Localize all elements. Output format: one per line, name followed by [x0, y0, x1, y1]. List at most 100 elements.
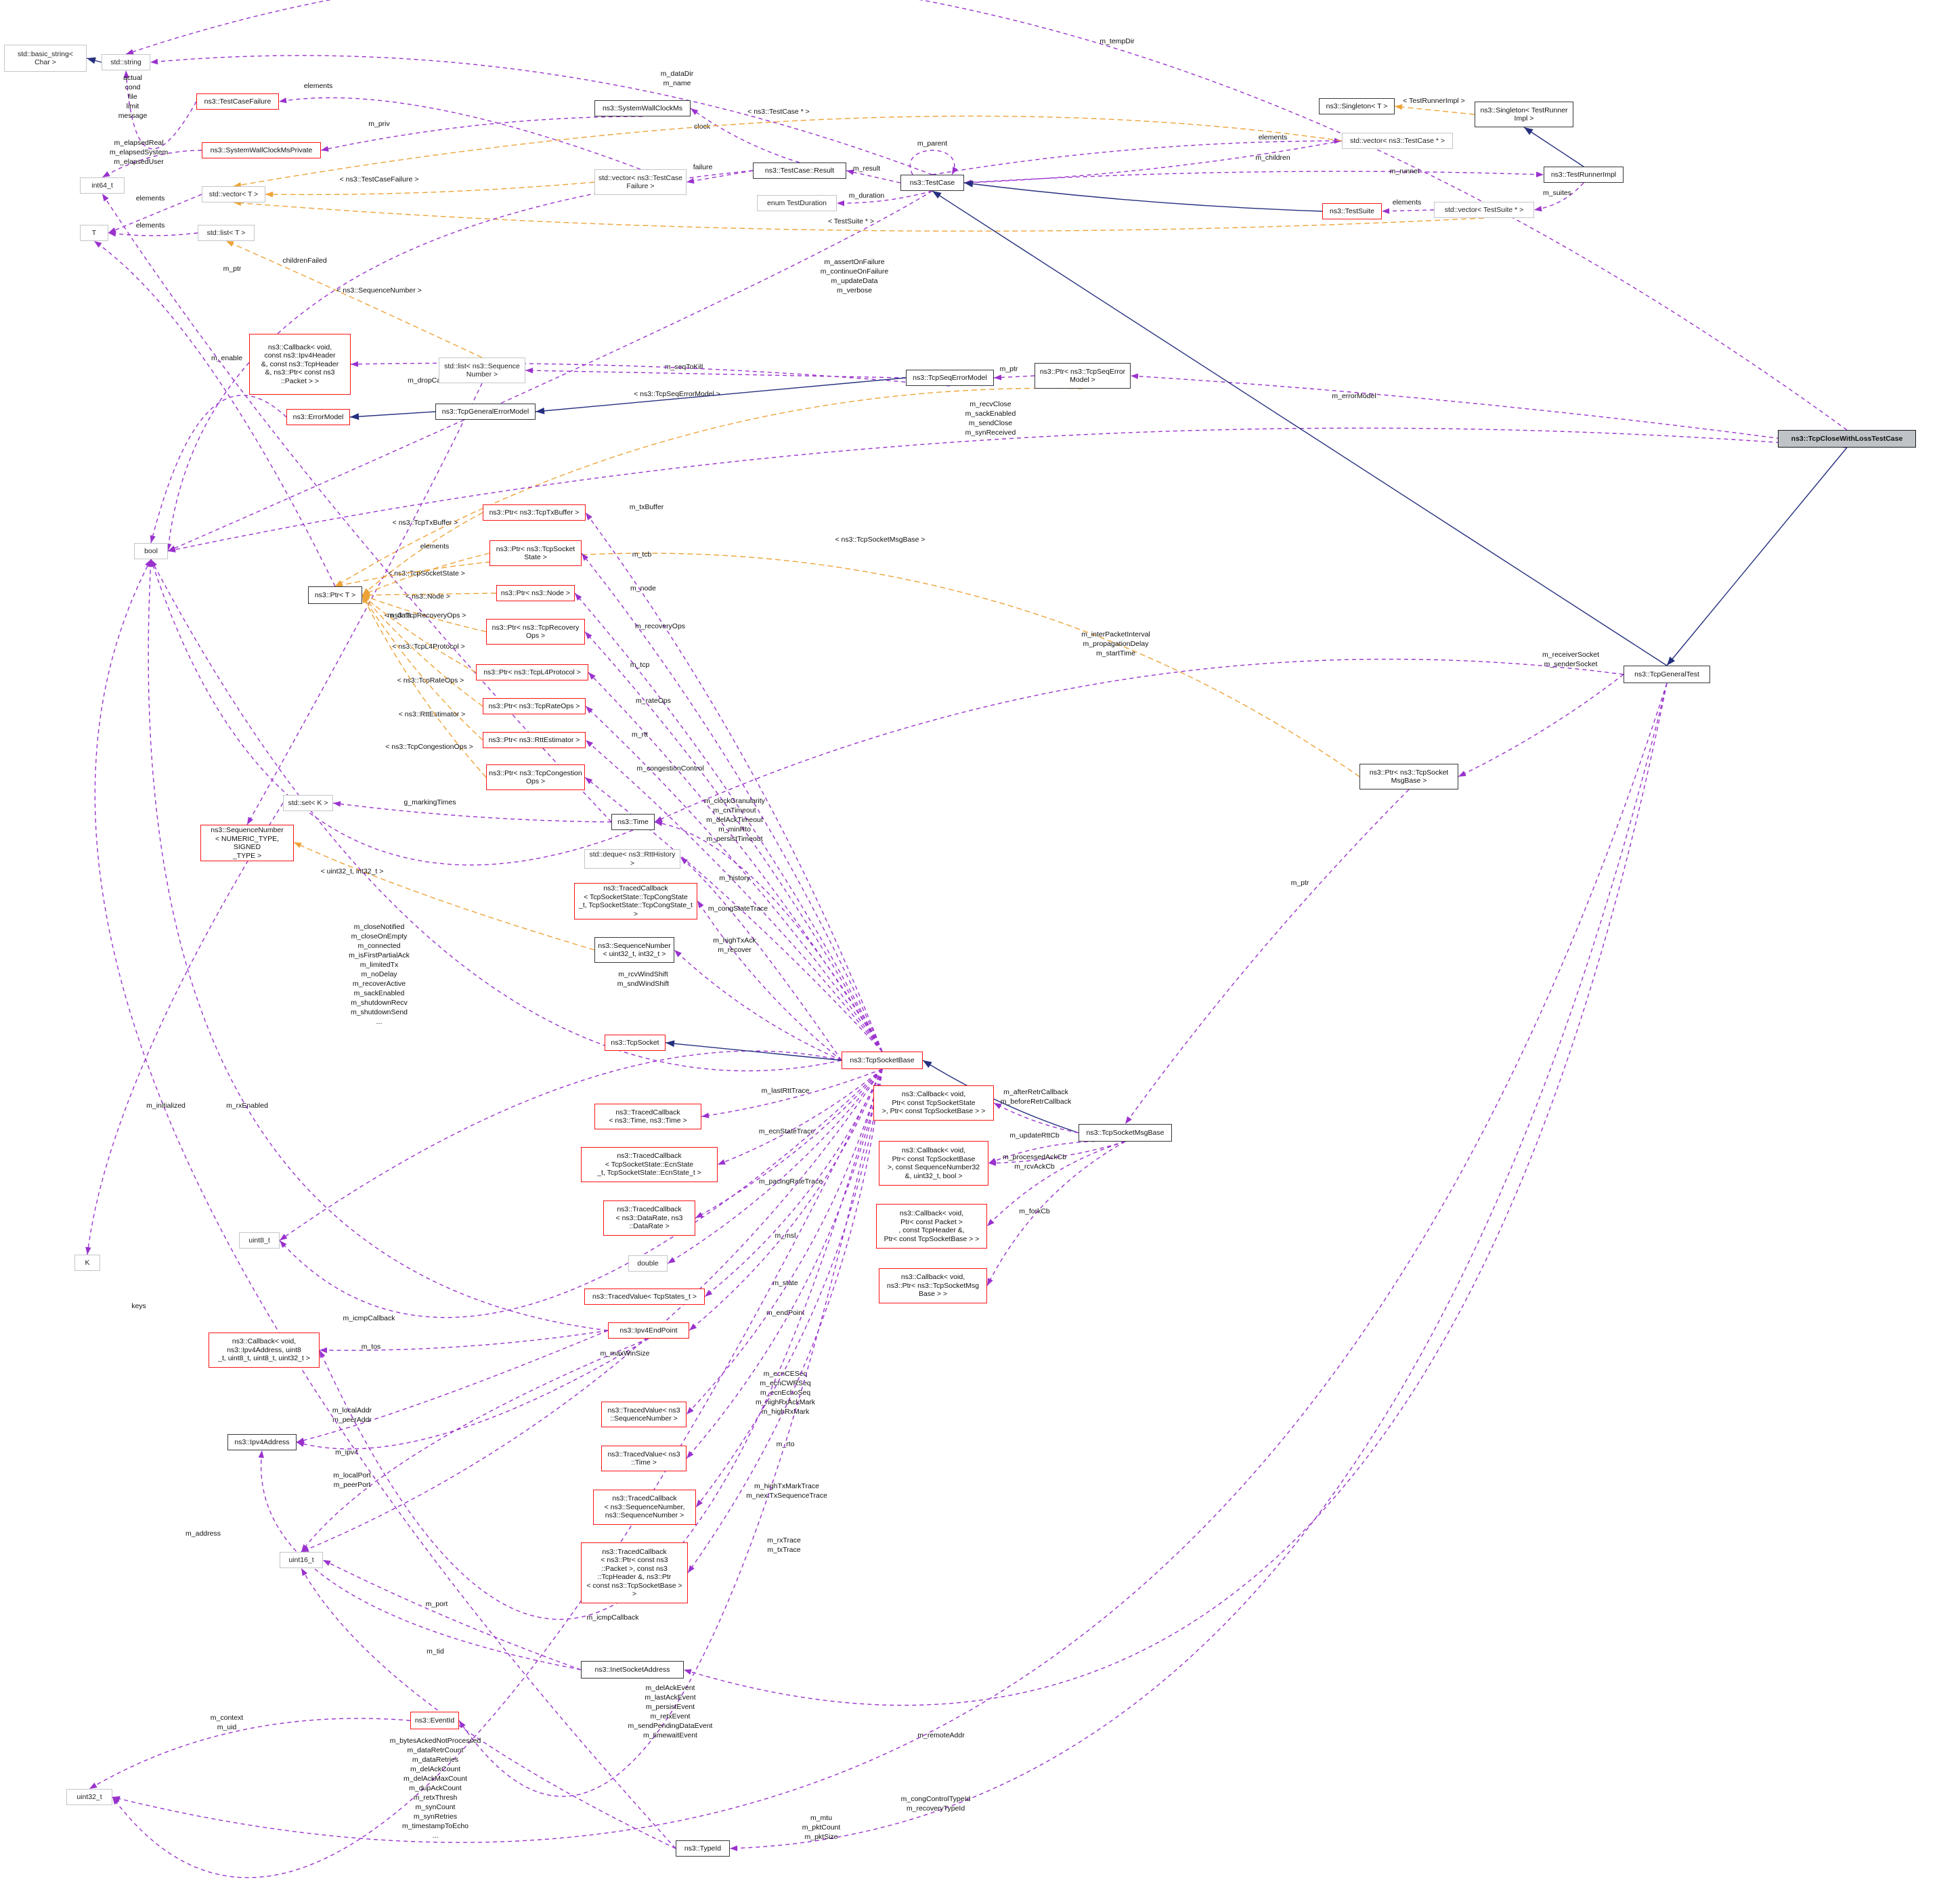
class-node-tc_ecnstate[interactable]: ns3::TracedCallback < TcpSocketState::Ec… — [581, 1147, 718, 1182]
class-node-tv_seqnum[interactable]: ns3::TracedValue< ns3 ::SequenceNumber > — [601, 1402, 687, 1427]
edge-tsmb-cb_packet — [986, 1141, 1126, 1227]
edge-vec_tcf-vec_t — [265, 181, 595, 196]
class-node-vec_tcf[interactable]: std::vector< ns3::TestCase Failure > — [594, 169, 687, 195]
edge-ptr_txbuf-ptr_t — [362, 512, 483, 596]
class-node-ptr_tss[interactable]: ns3::Ptr< ns3::TcpSocket State > — [489, 540, 582, 566]
edge-label: m_tcb — [632, 550, 652, 559]
class-node-T[interactable]: T — [80, 225, 108, 241]
edge-label: elements — [1259, 133, 1288, 142]
class-node-ptr_rate[interactable]: ns3::Ptr< ns3::TcpRateOps > — [483, 698, 586, 714]
class-node-list_seq[interactable]: std::list< ns3::Sequence Number > — [439, 358, 525, 383]
class-node-tcpsocketbase[interactable]: ns3::TcpSocketBase — [842, 1052, 923, 1069]
class-node-tc_timetime[interactable]: ns3::TracedCallback < ns3::Time, ns3::Ti… — [594, 1104, 701, 1129]
class-node-cb_drop[interactable]: ns3::Callback< void, const ns3::Ipv4Head… — [249, 334, 351, 395]
arrowhead — [335, 582, 343, 588]
class-node-ptr_cong[interactable]: ns3::Ptr< ns3::TcpCongestion Ops > — [486, 764, 585, 790]
edge-list_t-T — [108, 232, 198, 236]
class-node-string[interactable]: std::string — [102, 54, 150, 70]
edge-typeid-bool — [94, 559, 676, 1849]
class-node-tc_seqseq[interactable]: ns3::TracedCallback < ns3::SequenceNumbe… — [593, 1490, 696, 1525]
edge-label: m_lastRttTrace — [762, 1087, 810, 1095]
arrowhead — [680, 857, 689, 865]
edge-tcpgeneraltest-time — [654, 658, 1624, 823]
class-node-ptr_l4[interactable]: ns3::Ptr< ns3::TcpL4Protocol > — [476, 664, 588, 680]
arrowhead — [301, 1568, 308, 1576]
arrowhead — [320, 1350, 326, 1358]
class-node-deque_rtt[interactable]: std::deque< ns3::RttHistory > — [584, 849, 680, 869]
class-node-seqnum_gen[interactable]: ns3::SequenceNumber < NUMERIC_TYPE, SIGN… — [200, 825, 294, 861]
class-node-ptr_msgbase[interactable]: ns3::Ptr< ns3::TcpSocket MsgBase > — [1359, 764, 1458, 789]
class-node-swcms[interactable]: ns3::SystemWallClockMs — [594, 100, 691, 116]
class-node-result[interactable]: ns3::TestCase::Result — [753, 163, 846, 179]
class-node-cb_state2[interactable]: ns3::Callback< void, Ptr< const TcpSocke… — [873, 1085, 994, 1121]
class-node-inetsockaddr[interactable]: ns3::InetSocketAddress — [581, 1661, 684, 1679]
edge-label: elements — [420, 542, 450, 550]
class-node-ptr_t[interactable]: ns3::Ptr< T > — [308, 586, 362, 604]
arrowhead — [87, 57, 96, 64]
class-node-tv_states[interactable]: ns3::TracedValue< TcpStates_t > — [584, 1289, 705, 1305]
class-node-set_k[interactable]: std::set< K > — [283, 795, 333, 811]
class-node-cb_seqack[interactable]: ns3::Callback< void, Ptr< const TcpSocke… — [879, 1141, 988, 1186]
edge-label: m_address — [186, 1530, 221, 1538]
class-node-singleton_tri[interactable]: ns3::Singleton< TestRunner Impl > — [1475, 102, 1573, 127]
arrowhead — [301, 1544, 308, 1552]
edge-label: m_remoteAddr — [917, 1731, 965, 1739]
class-node-eventid[interactable]: ns3::EventId — [410, 1712, 459, 1729]
class-node-uint8[interactable]: uint8_t — [239, 1232, 280, 1249]
class-node-tcpseqerr[interactable]: ns3::TcpSeqErrorModel — [906, 370, 994, 386]
class-node-ptr_txbuf[interactable]: ns3::Ptr< ns3::TcpTxBuffer > — [483, 504, 586, 521]
edge-ipv4endpoint-ipv4address — [296, 1330, 609, 1443]
class-node-testcase[interactable]: ns3::TestCase — [900, 175, 964, 191]
class-node-ptr_seqerr[interactable]: ns3::Ptr< ns3::TcpSeqError Model > — [1035, 363, 1131, 389]
arrowhead — [687, 1407, 694, 1414]
class-node-vec_ts[interactable]: std::vector< TestSuite * > — [1434, 202, 1534, 218]
class-node-tc_pkthdr[interactable]: ns3::TracedCallback < ns3::Ptr< const ns… — [581, 1542, 688, 1603]
class-node-time[interactable]: ns3::Time — [611, 814, 655, 830]
class-node-seqnum32[interactable]: ns3::SequenceNumber < uint32_t, int32_t … — [594, 937, 674, 963]
class-node-basic_string[interactable]: std::basic_string< Char > — [4, 45, 87, 72]
class-node-vec_t[interactable]: std::vector< T > — [202, 186, 265, 202]
class-node-tcpgenerr[interactable]: ns3::TcpGeneralErrorModel — [435, 404, 536, 420]
class-node-swcmsp[interactable]: ns3::SystemWallClockMsPrivate — [202, 142, 321, 158]
edge-label: < TestSuite * > — [828, 217, 874, 225]
class-node-cb_packet[interactable]: ns3::Callback< void, Ptr< const Packet >… — [876, 1204, 987, 1249]
class-node-testsuite[interactable]: ns3::TestSuite — [1322, 203, 1382, 219]
class-node-errormodel[interactable]: ns3::ErrorModel — [286, 409, 350, 425]
class-node-tc_datarate[interactable]: ns3::TracedCallback < ns3::DataRate, ns3… — [603, 1200, 695, 1236]
class-node-typeid[interactable]: ns3::TypeId — [676, 1840, 730, 1857]
class-node-closewithloss[interactable]: ns3::TcpCloseWithLossTestCase — [1778, 430, 1916, 448]
class-node-singleton_t[interactable]: ns3::Singleton< T > — [1319, 98, 1395, 114]
edge-vec_ts-testsuite — [1381, 209, 1435, 212]
class-node-cb_icmp[interactable]: ns3::Callback< void, ns3::Ipv4Address, u… — [209, 1333, 320, 1368]
class-node-ptr_node[interactable]: ns3::Ptr< ns3::Node > — [496, 585, 575, 601]
class-node-trimpl[interactable]: ns3::TestRunnerImpl — [1544, 167, 1624, 183]
class-node-list_t[interactable]: std::list< T > — [198, 225, 255, 241]
class-node-cb_msgbase[interactable]: ns3::Callback< void, ns3::Ptr< ns3::TcpS… — [879, 1268, 987, 1303]
arrowhead — [279, 98, 287, 104]
class-node-tsmb[interactable]: ns3::TcpSocketMsgBase — [1079, 1124, 1172, 1142]
class-node-vec_testcase[interactable]: std::vector< ns3::TestCase * > — [1342, 133, 1453, 149]
class-node-tv_time[interactable]: ns3::TracedValue< ns3 ::Time > — [601, 1446, 687, 1471]
class-node-tc_congstate[interactable]: ns3::TracedCallback < TcpSocketState::Tc… — [574, 883, 697, 919]
class-node-testcasefailure[interactable]: ns3::TestCaseFailure — [196, 93, 279, 110]
class-node-ipv4address[interactable]: ns3::Ipv4Address — [227, 1434, 297, 1450]
class-node-tcpsocket[interactable]: ns3::TcpSocket — [605, 1035, 666, 1051]
class-node-ipv4endpoint[interactable]: ns3::Ipv4EndPoint — [608, 1322, 689, 1339]
class-node-uint16[interactable]: uint16_t — [280, 1552, 323, 1568]
edge-tcpsocketbase-ptr_tss — [581, 553, 883, 1052]
class-node-ptr_recovery[interactable]: ns3::Ptr< ns3::TcpRecovery Ops > — [486, 619, 585, 645]
edge-tcpseqerr-tcpgenerr — [535, 377, 907, 412]
class-node-K[interactable]: K — [74, 1255, 100, 1271]
class-node-uint32[interactable]: uint32_t — [66, 1789, 112, 1805]
class-node-double[interactable]: double — [628, 1255, 668, 1272]
class-node-int64[interactable]: int64_t — [80, 177, 125, 194]
class-node-duration[interactable]: enum TestDuration — [757, 195, 837, 211]
class-node-bool[interactable]: bool — [134, 543, 168, 559]
class-node-tcpgeneraltest[interactable]: ns3::TcpGeneralTest — [1624, 666, 1710, 683]
class-node-ptr_rtt[interactable]: ns3::Ptr< ns3::RttEstimator > — [483, 732, 586, 748]
